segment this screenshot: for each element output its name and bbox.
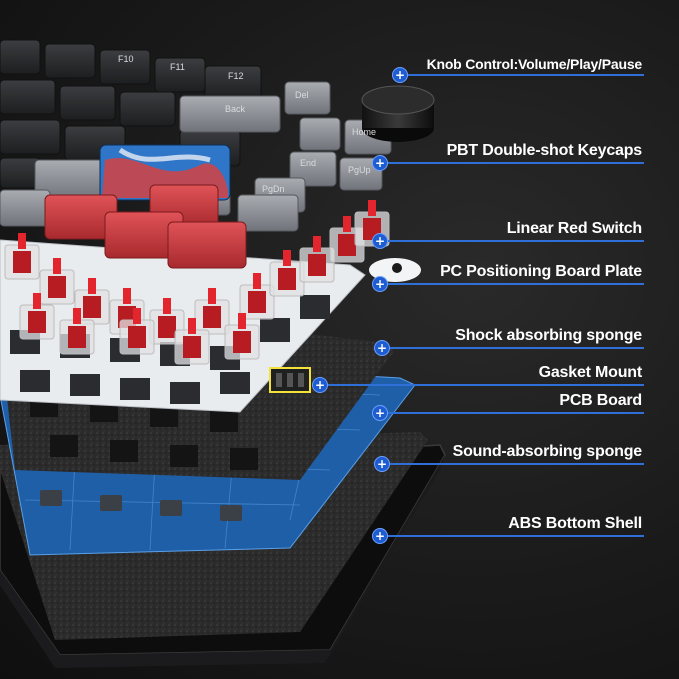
plus-icon: +	[372, 405, 388, 421]
callout-line	[380, 240, 644, 242]
callout-line	[380, 535, 644, 537]
callout-line	[382, 463, 644, 465]
callout-plate: PC Positioning Board Plate +	[372, 263, 662, 292]
keycap-legend: Back	[225, 104, 246, 114]
callout-sound: Sound-absorbing sponge +	[374, 443, 662, 472]
callout-label: Knob Control:Volume/Play/Pause	[426, 56, 643, 72]
callout-label: ABS Bottom Shell	[508, 515, 642, 532]
plus-icon: +	[372, 233, 388, 249]
plus-icon: +	[392, 67, 408, 83]
plus-icon: +	[372, 276, 388, 292]
callout-shell: ABS Bottom Shell +	[372, 515, 662, 544]
keycap-legend: F12	[228, 71, 244, 81]
plus-icon: +	[374, 456, 390, 472]
callout-label: Shock absorbing sponge	[455, 327, 642, 344]
red-switch	[299, 236, 335, 283]
callout-label: PBT Double-shot Keycaps	[446, 142, 643, 159]
red-switch	[269, 250, 305, 297]
callout-line	[382, 347, 644, 349]
keycap-legend: Home	[352, 127, 376, 137]
keycap-legend: PgDn	[262, 184, 285, 194]
callout-label: PCB Board	[559, 392, 642, 409]
red-switch	[174, 318, 210, 365]
volume-knob	[361, 85, 435, 142]
keycap-legend: PgUp	[348, 165, 371, 175]
callout-label: Linear Red Switch	[506, 220, 642, 237]
red-switch	[119, 308, 155, 355]
keycap-legend: Del	[295, 90, 309, 100]
keycap-legend: F11	[170, 62, 185, 72]
red-switch	[74, 278, 110, 325]
red-switch	[239, 273, 275, 320]
red-switch	[39, 258, 75, 305]
callout-line	[380, 412, 644, 414]
red-switch	[19, 293, 55, 340]
red-switch	[194, 288, 230, 335]
callout-line	[380, 283, 644, 285]
callout-label: Gasket Mount	[538, 364, 643, 381]
red-switch	[59, 308, 95, 355]
plus-icon: +	[374, 340, 390, 356]
callout-knob: Knob Control:Volume/Play/Pause +	[392, 54, 662, 83]
callout-line	[380, 162, 644, 164]
callout-gasket: Gasket Mount +	[312, 364, 662, 393]
callout-keycaps: PBT Double-shot Keycaps +	[372, 142, 662, 171]
keycap-legend: End	[300, 158, 316, 168]
plus-icon: +	[372, 528, 388, 544]
callout-switch: Linear Red Switch +	[372, 220, 662, 249]
callout-pcb: PCB Board +	[372, 392, 662, 421]
callout-label: Sound-absorbing sponge	[452, 443, 643, 460]
plus-icon: +	[312, 377, 328, 393]
red-switch	[224, 313, 260, 360]
red-switch	[4, 233, 40, 280]
callout-shock: Shock absorbing sponge +	[374, 327, 662, 356]
callout-line	[320, 384, 644, 386]
callout-label: PC Positioning Board Plate	[440, 263, 642, 280]
plus-icon: +	[372, 155, 388, 171]
callout-line	[400, 74, 644, 76]
gasket-mount	[269, 367, 311, 393]
keycap-legend: F10	[118, 54, 134, 64]
